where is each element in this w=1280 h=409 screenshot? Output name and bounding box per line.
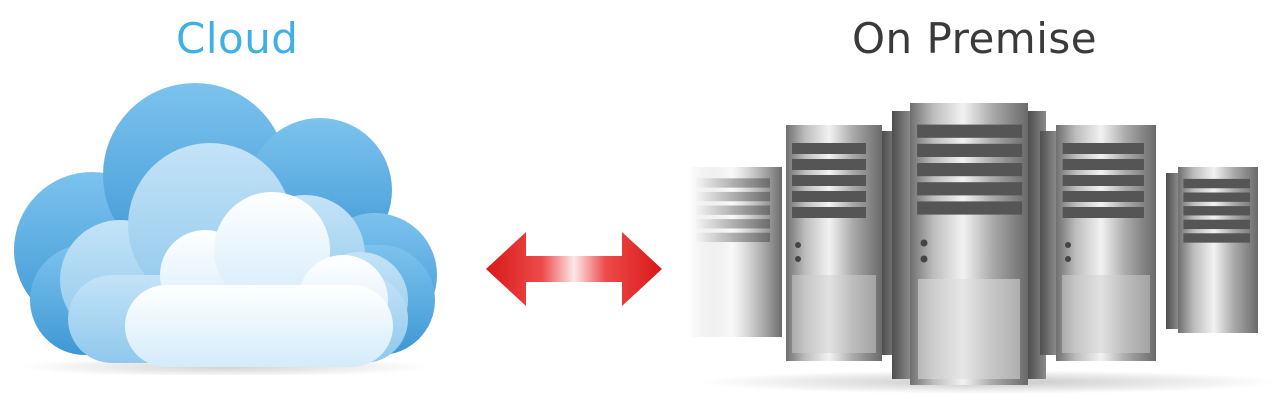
server-rack-icon xyxy=(690,103,1280,394)
cloud-icon xyxy=(14,83,437,375)
on-premise-heading: On Premise xyxy=(852,14,1098,63)
double-arrow-icon xyxy=(486,232,662,306)
cloud-heading: Cloud xyxy=(176,14,299,63)
